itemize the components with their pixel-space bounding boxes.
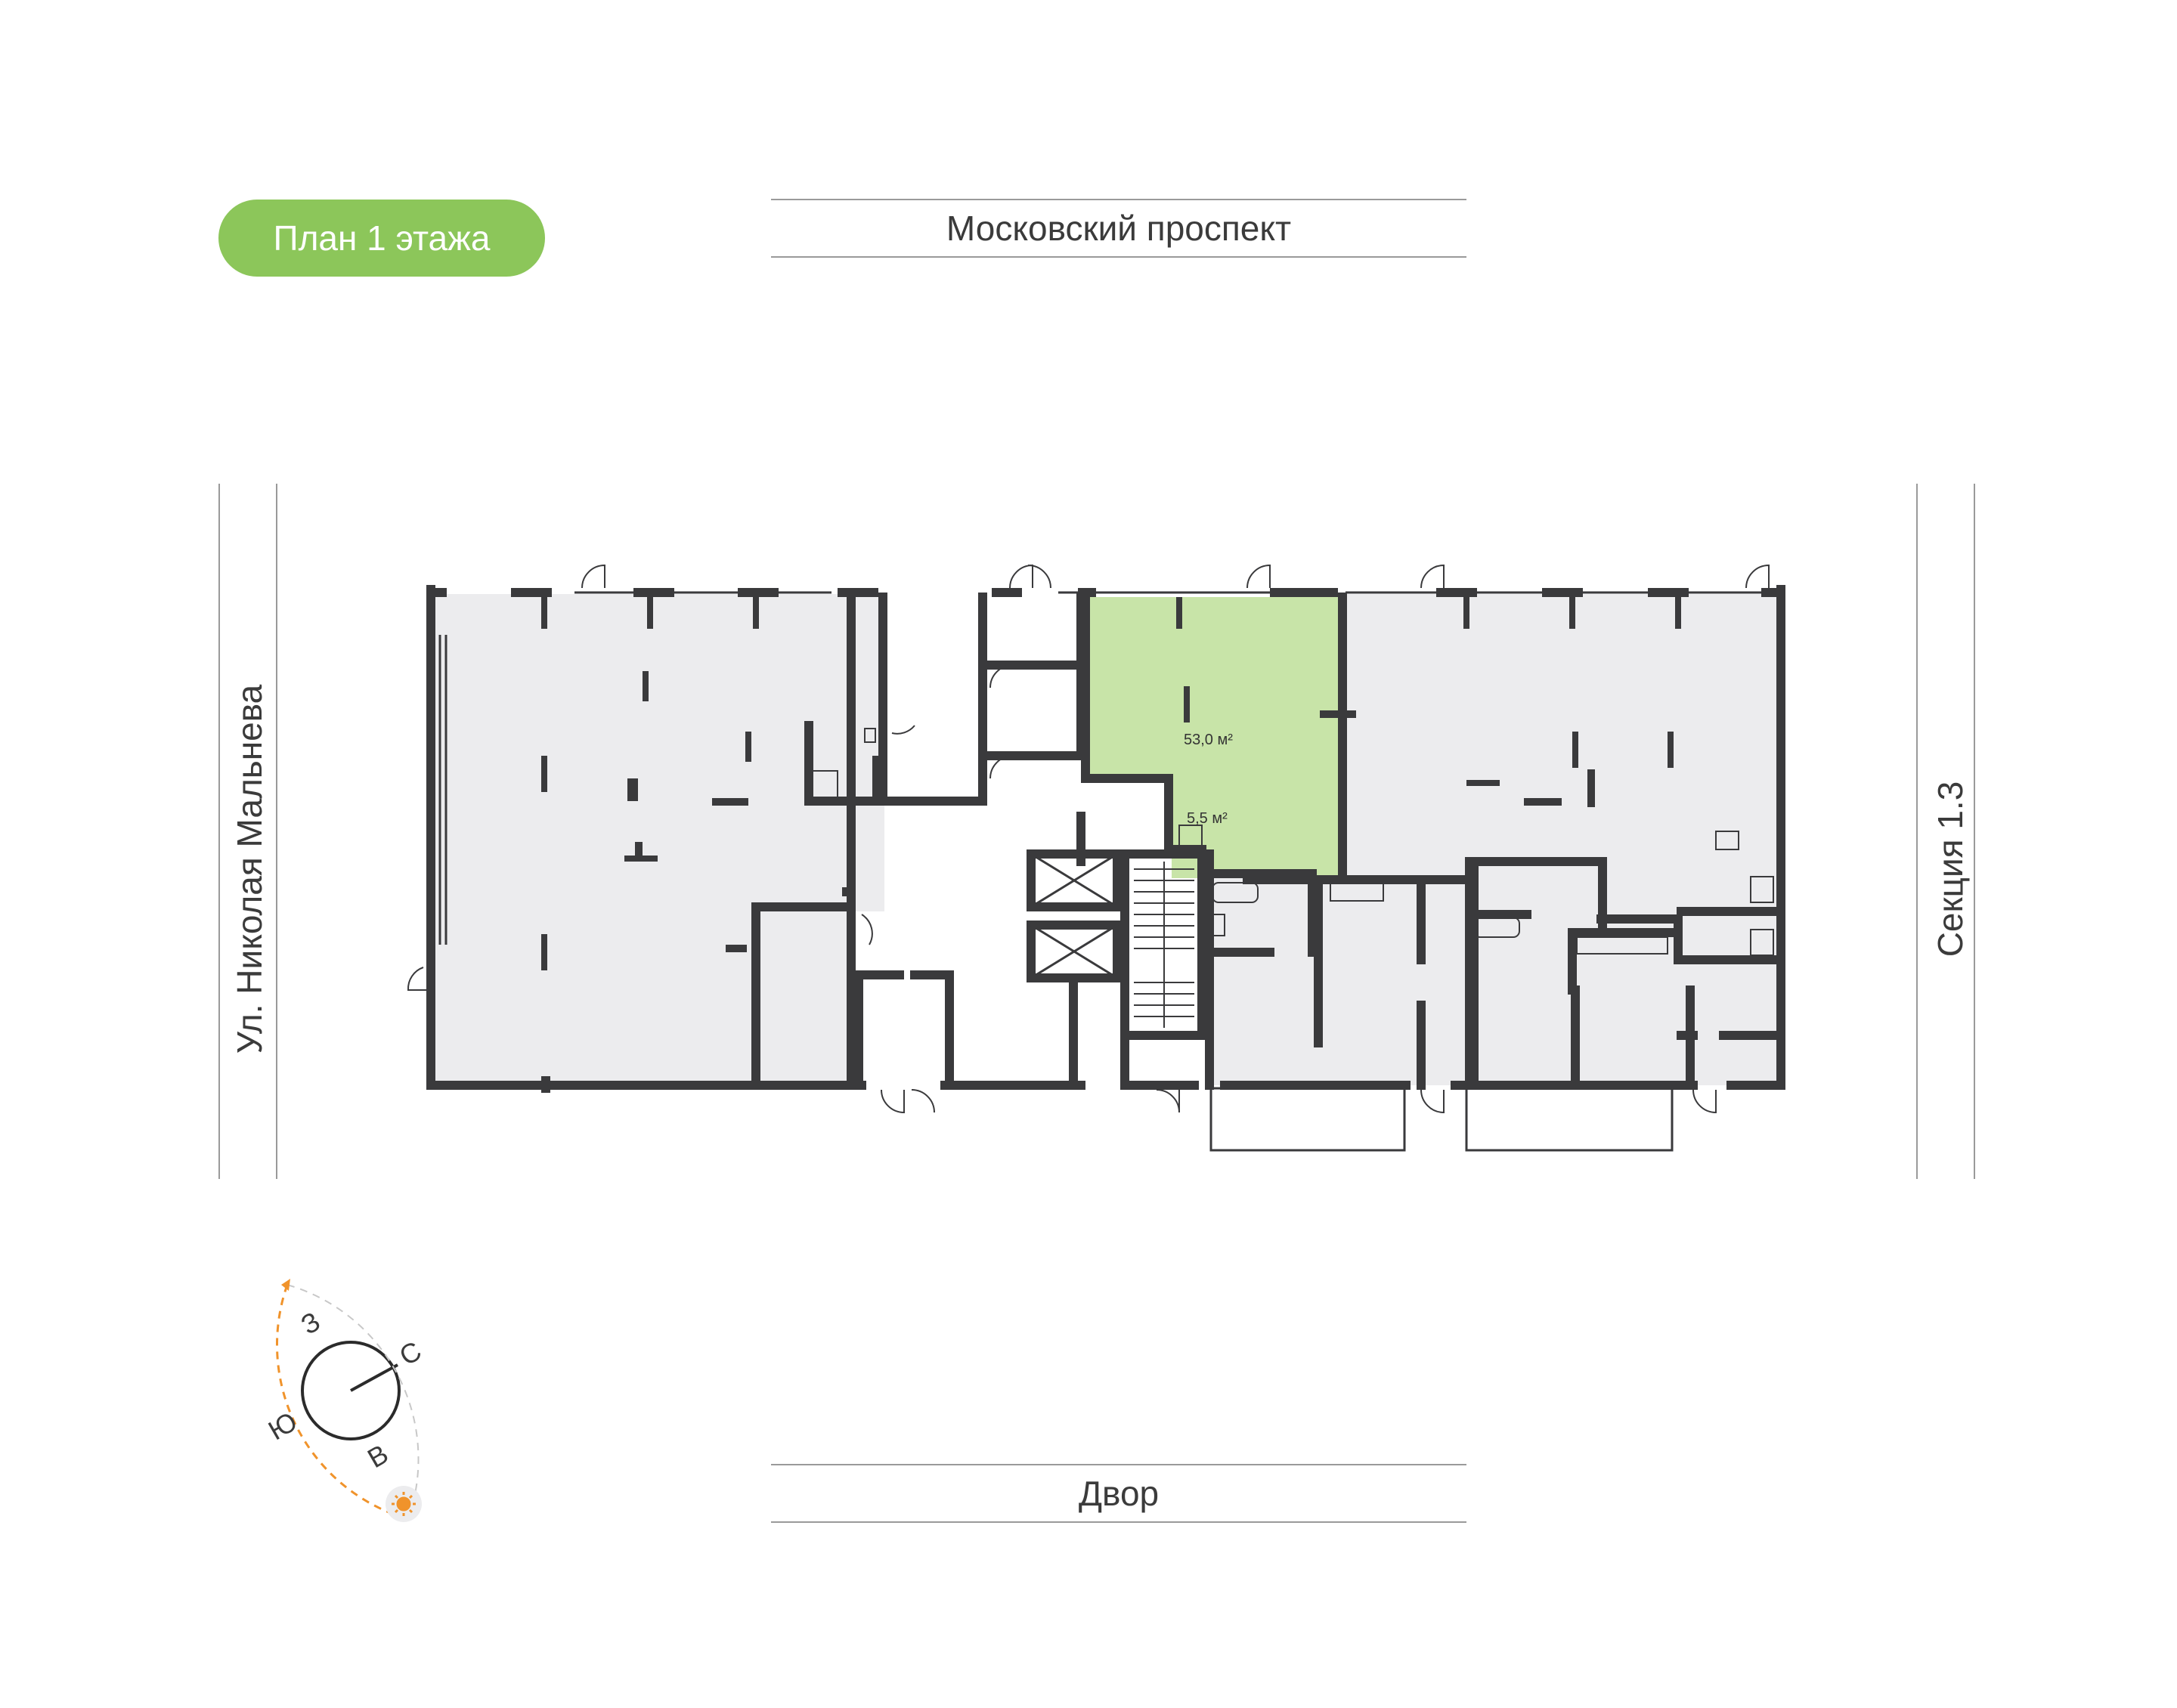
street-label-right: Секция 1.3: [1931, 781, 1970, 958]
fixtures: [807, 728, 1774, 956]
columns: [427, 588, 1784, 1093]
sun-path-arrow: [281, 1279, 290, 1291]
windows: [438, 591, 1761, 1084]
walls: [426, 585, 1785, 1090]
sun-path-morning: [276, 1284, 409, 1521]
stair-steps: [1134, 862, 1194, 1028]
area-label-main-room: 53,0 м²: [1184, 732, 1233, 748]
area-label-bathroom: 5,5 м²: [1187, 810, 1228, 827]
sun-path-evening: [286, 1284, 420, 1520]
street-label-left: Ул. Николая Мальнева: [230, 684, 269, 1054]
balconies: [1209, 1087, 1674, 1152]
street-lines: [218, 199, 1975, 1523]
sun-icon: [392, 1492, 416, 1516]
doors: [407, 564, 1770, 1114]
floor-title-badge: План 1 этажа: [218, 200, 545, 277]
apartment-2: [1474, 862, 1781, 1085]
compass-rose: [276, 1279, 422, 1522]
compass-needle: [350, 1363, 398, 1392]
street-label-top: Московский проспект: [946, 209, 1292, 248]
street-label-bottom: Двор: [1078, 1474, 1160, 1513]
compass-circle: [301, 1341, 401, 1440]
selected-unit[interactable]: [1088, 597, 1338, 878]
apartment-1: [1209, 862, 1469, 1085]
commercial-premises-right: [1342, 594, 1781, 865]
